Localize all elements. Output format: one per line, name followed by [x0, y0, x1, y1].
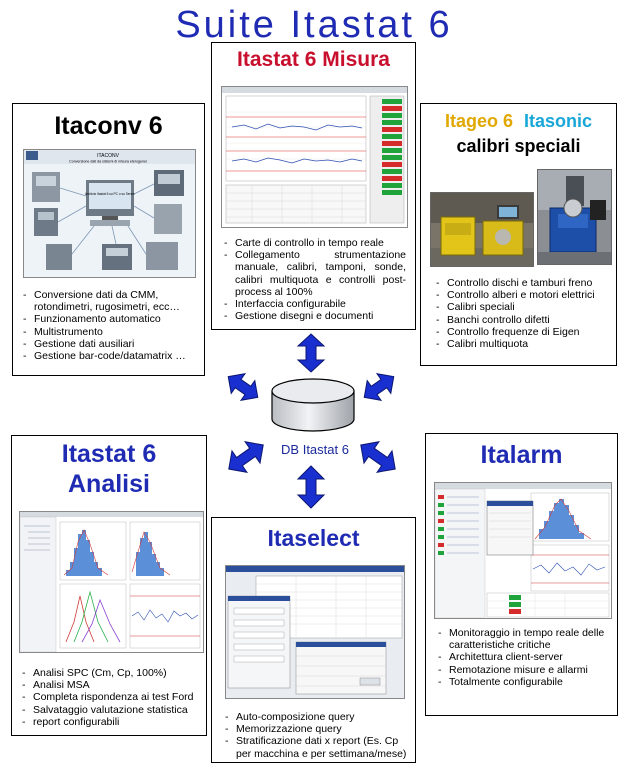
- itaselect-feature-list: Auto-composizione query Memorizzazione q…: [225, 711, 407, 760]
- misura-feature: Gestione disegni e documenti: [224, 310, 406, 322]
- double-arrow-icon: [296, 333, 326, 373]
- itageo-feature: Controllo dischi e tamburi freno: [436, 277, 614, 289]
- itaconv-feature: Conversione dati da CMM, rotondimetri, r…: [23, 289, 198, 313]
- misura-feature-list: Carte di controllo in tempo reale Colleg…: [224, 237, 406, 323]
- itageo-photo-yellow-machine: [430, 192, 534, 267]
- analisi-feature: report configurabili: [22, 716, 202, 728]
- itageo-feature: Banchi controllo difetti: [436, 314, 614, 326]
- double-arrow-icon: [356, 440, 400, 474]
- itaconv-shot-center: Archivio Itastat 6 su PC o su Server: [85, 192, 136, 196]
- misura-title: Itastat 6 Misura: [237, 48, 390, 71]
- itageo-title: Itageo 6 Itasonic: [421, 111, 616, 132]
- itaselect-title: Itaselect: [267, 525, 360, 551]
- itaconv-shot-header: ITACONV: [97, 153, 120, 159]
- itaselect-feature: Auto-composizione query: [225, 711, 407, 723]
- italarm-feature: Monitoraggio in tempo reale delle caratt…: [438, 627, 616, 651]
- analisi-screenshot: [19, 511, 204, 653]
- double-arrow-icon: [224, 440, 268, 474]
- analisi-feature: Analisi MSA: [22, 679, 202, 691]
- itaconv-feature: Multistrumento: [23, 326, 198, 338]
- misura-screenshot: [221, 86, 408, 228]
- itaconv-feature: Gestione dati ausiliari: [23, 338, 198, 350]
- italarm-box: Italarm: [425, 433, 618, 716]
- itageo-title-part2: Itasonic: [524, 111, 593, 131]
- analisi-feature: Analisi SPC (Cm, Cp, 100%): [22, 667, 202, 679]
- double-arrow-icon: [296, 465, 326, 509]
- italarm-feature: Architettura client-server: [438, 651, 616, 663]
- analisi-feature: Salvataggio valutazione statistica: [22, 704, 202, 716]
- itaconv-shot-subheader: Conversione dati da sistemi di misura et…: [69, 160, 147, 164]
- italarm-feature: Remotazione misure e allarmi: [438, 664, 616, 676]
- itageo-photo-blue-machine: [537, 169, 612, 265]
- analisi-title-line2: Analisi: [68, 470, 150, 498]
- double-arrow-icon: [224, 372, 262, 402]
- analisi-title-line1: Itastat 6: [61, 440, 157, 468]
- itaselect-screenshot: [225, 565, 405, 699]
- italarm-feature-list: Monitoraggio in tempo reale delle caratt…: [438, 627, 616, 688]
- misura-box: Itastat 6 Misura: [211, 42, 416, 330]
- itageo-feature: Calibri multiquota: [436, 338, 614, 350]
- itageo-box: Itageo 6 Itasonic calibri speciali Contr…: [420, 103, 617, 366]
- itageo-feature: Controllo frequenze di Eigen: [436, 326, 614, 338]
- itageo-feature: Calibri speciali: [436, 301, 614, 313]
- database-label: DB Itastat 6: [281, 442, 349, 457]
- itageo-feature-list: Controllo dischi e tamburi freno Control…: [436, 277, 614, 350]
- itageo-feature: Controllo alberi e motori elettrici: [436, 289, 614, 301]
- italarm-screenshot: [434, 482, 612, 619]
- italarm-title: Italarm: [480, 441, 563, 469]
- itaselect-box: Itaselect Auto-composizione query Memori…: [211, 517, 416, 763]
- analisi-box: Itastat 6 Analisi: [11, 435, 207, 736]
- analisi-feature-list: Analisi SPC (Cm, Cp, 100%) Analisi MSA C…: [22, 667, 202, 728]
- misura-feature: Carte di controllo in tempo reale: [224, 237, 406, 249]
- itageo-title-part1: Itageo 6: [444, 111, 513, 131]
- double-arrow-icon: [360, 372, 398, 402]
- itaselect-feature: Stratificazione dati x report (Es. Cp pe…: [225, 735, 407, 759]
- itaconv-box: Itaconv 6 ITACONV Conversione dati da si…: [12, 103, 205, 376]
- italarm-feature: Totalmente configurabile: [438, 676, 616, 688]
- itaconv-feature: Funzionamento automatico: [23, 313, 198, 325]
- itaconv-title: Itaconv 6: [54, 112, 163, 140]
- itaconv-feature-list: Conversione dati da CMM, rotondimetri, r…: [23, 289, 198, 362]
- itaselect-feature: Memorizzazione query: [225, 723, 407, 735]
- itaconv-screenshot: ITACONV Conversione dati da sistemi di m…: [23, 149, 196, 278]
- itaconv-feature: Gestione bar-code/datamatrix …: [23, 350, 198, 362]
- itageo-subtitle: calibri speciali: [456, 136, 581, 156]
- analisi-feature: Completa rispondenza ai test Ford: [22, 691, 202, 703]
- database-cylinder-icon: [268, 377, 358, 435]
- page-title: Suite Itastat 6: [175, 4, 453, 46]
- misura-feature: Collegamento strumentazione manuale, cal…: [224, 249, 406, 298]
- misura-feature: Interfaccia configurabile: [224, 298, 406, 310]
